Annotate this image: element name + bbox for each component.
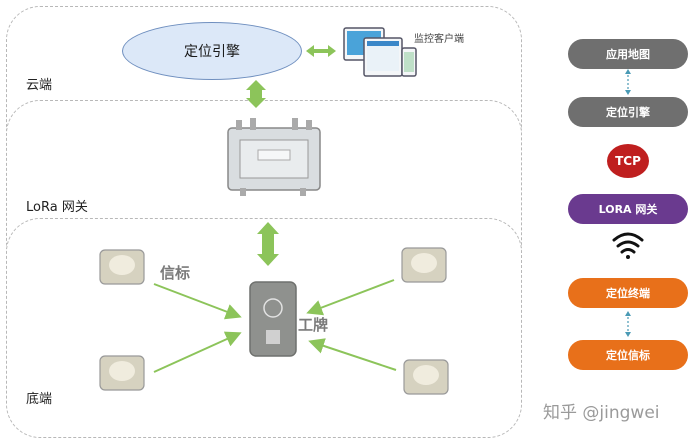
stack-app-map: 应用地图 (568, 39, 688, 69)
beacon-3-arrow (306, 279, 395, 316)
stack-tcp: TCP (607, 144, 649, 178)
beacon-device-icon-1 (99, 249, 145, 285)
badge-label: 工牌 (298, 316, 329, 334)
stack-lora-gateway: LORA 网关 (568, 194, 688, 224)
positioning-engine-label: 定位引擎 (184, 44, 240, 60)
work-badge-device-icon (249, 281, 297, 357)
beacon-device-icon-3 (401, 247, 447, 283)
gateway-layer-label: LoRa 网关 (26, 200, 88, 215)
beacon-label: 信标 (160, 264, 191, 282)
beacon-4-arrow (308, 338, 397, 371)
beacon-device-icon-2 (99, 355, 145, 391)
beacon-1-arrow (153, 283, 242, 320)
gateway-badge-arrow (257, 222, 279, 266)
monitor-client-devices-icon (343, 27, 417, 77)
lora-gateway-device-icon (227, 118, 321, 196)
cloud-layer-label: 云端 (26, 78, 53, 93)
monitor-client-label: 监控客户端 (414, 34, 464, 45)
engine-monitor-arrow (306, 45, 336, 57)
beacon-2-arrow (153, 331, 242, 373)
positioning-engine-node: 定位引擎 (122, 22, 302, 80)
engine-gateway-arrow (246, 80, 266, 108)
beacon-device-icon-4 (403, 359, 449, 395)
bottom-layer-label: 底端 (26, 392, 53, 407)
stack-positioning-engine: 定位引擎 (568, 97, 688, 127)
watermark: 知乎 @jingwei (543, 403, 660, 423)
wireless-signal-icon (612, 232, 644, 259)
stack-positioning-beacon: 定位信标 (568, 340, 688, 370)
stack-positioning-terminal: 定位终端 (568, 278, 688, 308)
